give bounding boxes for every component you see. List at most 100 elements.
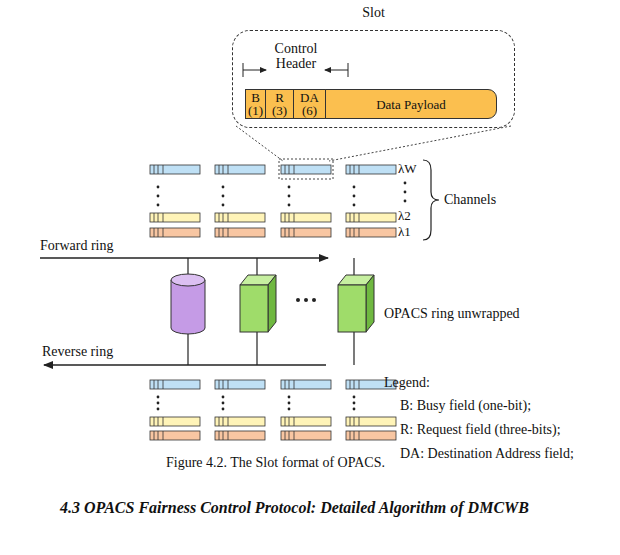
slot-divider bbox=[294, 228, 295, 237]
slot-cell bbox=[215, 228, 265, 237]
slot-divider bbox=[285, 228, 286, 237]
slot-divider bbox=[350, 213, 351, 222]
vertical-dots bbox=[404, 182, 407, 185]
slot-cell bbox=[215, 165, 265, 174]
node-cube bbox=[240, 275, 276, 332]
slot-divider bbox=[158, 228, 159, 237]
slot-divider bbox=[359, 417, 360, 426]
slot-divider bbox=[359, 380, 360, 389]
slot-cell bbox=[150, 380, 200, 389]
slot-cell bbox=[150, 165, 200, 174]
slot-divider bbox=[350, 165, 351, 174]
slot-divider bbox=[163, 228, 164, 237]
channel-label: λW bbox=[398, 161, 417, 177]
busy-field: B(1) bbox=[245, 89, 266, 119]
ring-note: OPACS ring unwrapped bbox=[384, 306, 520, 322]
slot-divider bbox=[285, 380, 286, 389]
ring-label: Forward ring bbox=[40, 238, 114, 254]
slot-cell bbox=[281, 417, 331, 426]
slot-divider bbox=[163, 213, 164, 222]
request-field: R(3) bbox=[265, 89, 294, 119]
slot-divider bbox=[294, 380, 295, 389]
slot-divider bbox=[223, 165, 224, 174]
slot-divider bbox=[154, 431, 155, 440]
slot-heading: Slot bbox=[233, 5, 514, 20]
slot-divider bbox=[285, 165, 286, 174]
channel-slots bbox=[150, 165, 406, 440]
slot-cell bbox=[346, 228, 396, 237]
channels-brace bbox=[423, 160, 439, 240]
slot-divider bbox=[158, 165, 159, 174]
slot-cell bbox=[150, 431, 200, 440]
vertical-dots bbox=[288, 186, 291, 189]
slot-divider bbox=[219, 228, 220, 237]
field-text: DA bbox=[300, 91, 319, 104]
slot-divider bbox=[354, 417, 355, 426]
vertical-dots bbox=[222, 195, 225, 198]
storage-cylinder bbox=[171, 274, 205, 334]
figure-caption: Figure 4.2. The Slot format of OPACS. bbox=[166, 455, 385, 471]
vertical-dots bbox=[222, 402, 225, 405]
slot-divider bbox=[154, 417, 155, 426]
slot-cell bbox=[346, 213, 396, 222]
slot-divider bbox=[289, 228, 290, 237]
slot-cell bbox=[150, 213, 200, 222]
vertical-dots bbox=[288, 396, 291, 399]
slot-divider bbox=[223, 213, 224, 222]
slot-cell bbox=[150, 228, 200, 237]
slot-divider bbox=[285, 213, 286, 222]
slot-cell bbox=[346, 417, 396, 426]
slot-divider bbox=[354, 228, 355, 237]
slot-divider bbox=[289, 380, 290, 389]
slot-frame: SlotControl HeaderB(1)R(3)DA(6)Data Payl… bbox=[232, 30, 515, 128]
slot-divider bbox=[294, 213, 295, 222]
vertical-dots bbox=[157, 408, 160, 411]
slot-cell bbox=[281, 165, 331, 174]
slot-divider bbox=[350, 380, 351, 389]
slot-cell bbox=[281, 213, 331, 222]
slot-divider bbox=[158, 431, 159, 440]
slot-cell bbox=[281, 228, 331, 237]
slot-divider bbox=[223, 380, 224, 389]
vertical-dots bbox=[222, 408, 225, 411]
slot-divider bbox=[228, 431, 229, 440]
slot-divider bbox=[163, 431, 164, 440]
slot-divider bbox=[350, 417, 351, 426]
vertical-dots bbox=[157, 396, 160, 399]
field-text: (6) bbox=[302, 104, 317, 117]
slot-divider bbox=[219, 431, 220, 440]
slot-divider bbox=[219, 380, 220, 389]
slot-divider bbox=[359, 431, 360, 440]
slot-divider bbox=[294, 165, 295, 174]
slot-divider bbox=[354, 431, 355, 440]
slot-divider bbox=[219, 165, 220, 174]
slot-divider bbox=[163, 417, 164, 426]
slot-divider bbox=[219, 213, 220, 222]
header-label: Control Header bbox=[265, 41, 327, 71]
vertical-dots bbox=[222, 204, 225, 207]
slot-divider bbox=[158, 213, 159, 222]
vertical-dots bbox=[353, 402, 356, 405]
slot-divider bbox=[163, 380, 164, 389]
slot-divider bbox=[163, 165, 164, 174]
slot-divider bbox=[294, 431, 295, 440]
vertical-dots bbox=[222, 186, 225, 189]
zoom-guide bbox=[236, 126, 511, 179]
slot-divider bbox=[359, 228, 360, 237]
slot-divider bbox=[289, 165, 290, 174]
vertical-dots bbox=[288, 204, 291, 207]
slot-divider bbox=[285, 431, 286, 440]
slot-cell bbox=[150, 417, 200, 426]
reverse-ring bbox=[44, 364, 326, 366]
slot-divider bbox=[354, 165, 355, 174]
slot-cell bbox=[281, 431, 331, 440]
field-text: R bbox=[275, 91, 284, 104]
vertical-dots bbox=[157, 195, 160, 198]
legend-entry: DA: Destination Address field; bbox=[400, 446, 574, 462]
slot-divider bbox=[154, 380, 155, 389]
vertical-dots bbox=[353, 396, 356, 399]
slot-divider bbox=[158, 417, 159, 426]
channel-label: λ1 bbox=[398, 224, 411, 240]
vertical-dots bbox=[353, 204, 356, 207]
